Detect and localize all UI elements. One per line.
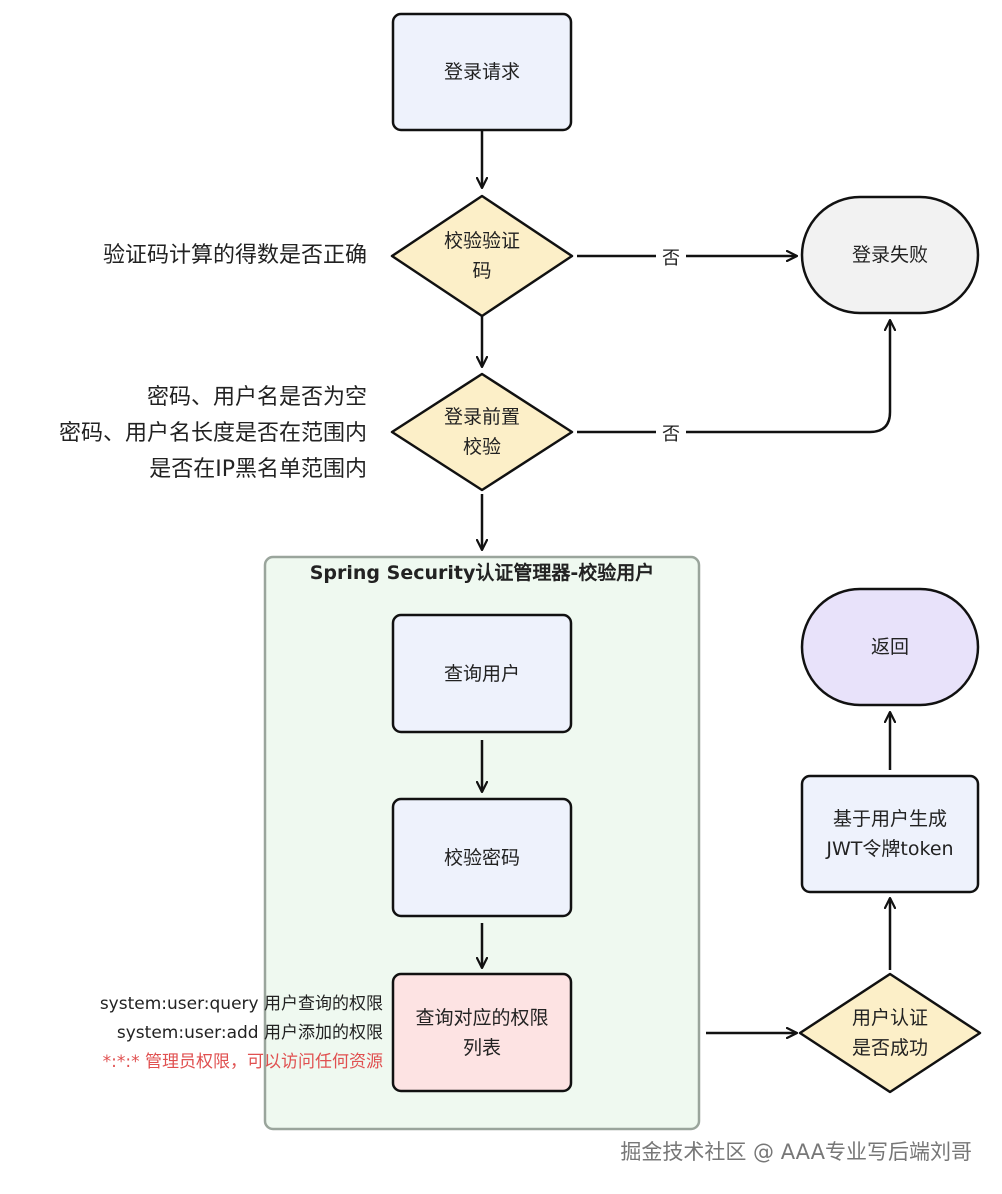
group-title: Spring Security认证管理器-校验用户 (309, 562, 655, 584)
watermark: 掘金技术社区 @ AAA专业写后端刘哥 (620, 1140, 972, 1164)
node-verify-captcha (390, 194, 574, 318)
edge-label-no-precheck: 否 (656, 420, 686, 446)
note-precheck: 密码、用户名是否为空 密码、用户名长度是否在范围内 是否在IP黑名单范围内 (58, 385, 367, 482)
node-return (800, 587, 980, 707)
label-auth-success: 用户认证 是否成功 (851, 1007, 928, 1059)
node-auth-success (798, 972, 982, 1094)
node-verify-password (391, 797, 573, 918)
label-query-user: 查询用户 (443, 662, 520, 685)
node-login-request (391, 12, 573, 132)
label-query-permissions: 查询对应的权限 列表 (415, 1006, 549, 1059)
edge-label-no-captcha: 否 (656, 244, 686, 270)
node-login-precheck (390, 372, 574, 492)
node-query-user (391, 613, 573, 734)
note-perm-admin: *:*:* 管理员权限，可以访问任何资源 (102, 1052, 383, 1072)
note-captcha: 验证码计算的得数是否正确 (102, 243, 367, 268)
label-gen-token: 基于用户生成 JWT令牌token (826, 808, 954, 860)
label-verify-captcha: 校验验证 码 (443, 230, 520, 282)
note-perm-query: system:user:query 用户查询的权限 (99, 994, 383, 1014)
label-login-precheck: 登录前置 校验 (443, 406, 520, 458)
label-login-failed: 登录失败 (851, 244, 928, 266)
note-perm-add: system:user:add 用户添加的权限 (116, 1023, 383, 1043)
label-verify-password: 校验密码 (443, 846, 520, 869)
edge-precheck-to-failed (577, 320, 890, 434)
node-gen-token (800, 774, 980, 894)
node-login-failed (800, 195, 980, 315)
label-return: 返回 (870, 636, 909, 658)
label-login-request: 登录请求 (443, 61, 520, 83)
node-query-permissions (391, 972, 573, 1093)
